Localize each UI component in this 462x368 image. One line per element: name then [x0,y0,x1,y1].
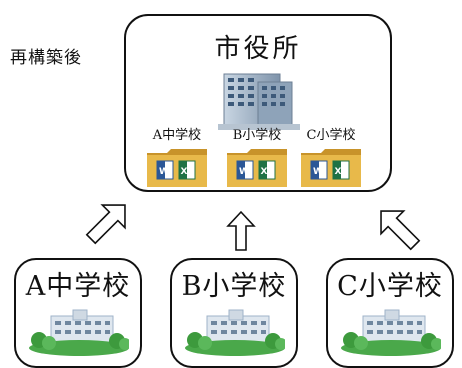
svg-text:W: W [159,167,169,177]
school-building-icon [29,309,129,356]
folder-label: C小学校 [306,128,356,143]
school-name: C小学校 [337,271,443,302]
up-arrow-icon [380,210,421,251]
folder-label: B小学校 [232,128,282,143]
up-arrow-icon [85,204,126,245]
school-a-junior-high: A中学校 [14,258,142,368]
up-arrow-icon [226,210,256,251]
svg-text:X: X [261,167,268,177]
folder-icon: W X [227,149,287,187]
city-hall-title: 市役所 [214,34,302,64]
word-doc-icon: W [236,160,254,180]
school-building-icon [185,309,285,356]
school-name: B小学校 [181,271,287,302]
folder-a-junior-high: A中学校 W X [140,124,214,193]
school-building-icon [341,309,441,356]
svg-text:X: X [181,167,188,177]
school-c-elementary: C小学校 [326,258,454,368]
folder-c-elementary: C小学校 W X [294,124,368,193]
excel-sheet-icon: X [332,160,350,180]
office-building-icon [218,73,300,130]
folder-label: A中学校 [152,128,202,143]
word-doc-icon: W [156,160,174,180]
city-hall-box: 市役所 A中学校 W X B小学校 [124,14,392,192]
folder-icon: W X [301,149,361,187]
svg-text:W: W [239,167,249,177]
svg-text:W: W [313,167,323,177]
caption-after-rebuild: 再構築後 [10,48,82,68]
word-doc-icon: W [310,160,328,180]
folder-icon: W X [147,149,207,187]
school-b-elementary: B小学校 [170,258,298,368]
excel-sheet-icon: X [258,160,276,180]
excel-sheet-icon: X [178,160,196,180]
svg-text:X: X [335,167,342,177]
school-name: A中学校 [25,271,131,302]
folder-b-elementary: B小学校 W X [220,124,294,193]
